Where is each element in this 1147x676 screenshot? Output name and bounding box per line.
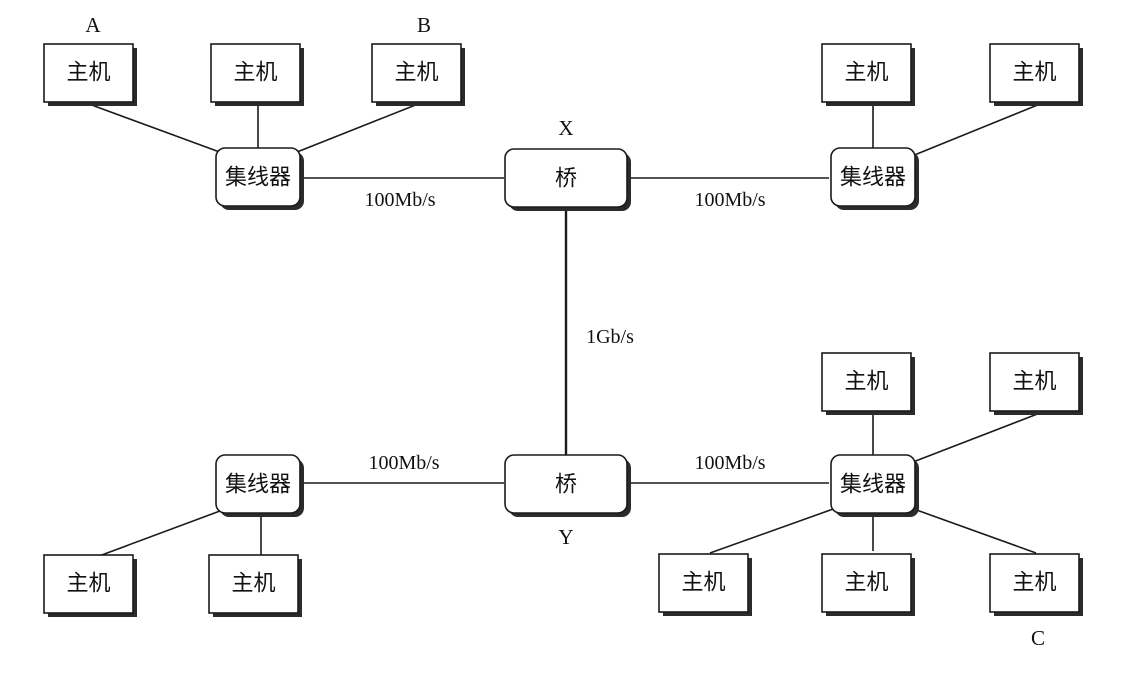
hosts: 主机 主机 主机 主机 主机 主机 bbox=[43, 43, 1083, 617]
speed-bottom-left: 100Mb/s bbox=[368, 452, 439, 474]
host-label: 主机 bbox=[844, 61, 888, 86]
host-top-right-2: 主机 bbox=[989, 43, 1083, 106]
link-host-c-hub bbox=[910, 507, 1037, 554]
bridge-label: 桥 bbox=[555, 167, 577, 192]
node-tags: A B X Y C bbox=[85, 13, 1045, 650]
host-bottom-right-bottom-1: 主机 bbox=[658, 553, 752, 616]
speed-backbone: 1Gb/s bbox=[586, 326, 634, 348]
tag-a: A bbox=[85, 13, 101, 37]
tag-b: B bbox=[417, 13, 431, 37]
hub-label: 集线器 bbox=[225, 166, 291, 191]
speed-top-left: 100Mb/s bbox=[364, 189, 435, 211]
hub-label: 集线器 bbox=[840, 166, 906, 191]
host-a: 主机 bbox=[43, 43, 137, 106]
link-host-b-hub bbox=[291, 103, 419, 155]
host-label: 主机 bbox=[681, 571, 725, 596]
host-bottom-right-top-1: 主机 bbox=[821, 352, 915, 415]
bridge-x: 桥 bbox=[504, 148, 631, 211]
host-label: 主机 bbox=[844, 370, 888, 395]
link-host-hub-bottom-left-1 bbox=[98, 507, 229, 557]
host-label: 主机 bbox=[1012, 571, 1056, 596]
hub-top-left: 集线器 bbox=[215, 147, 304, 210]
host-c: 主机 bbox=[989, 553, 1083, 616]
host-bottom-right-top-2: 主机 bbox=[989, 352, 1083, 415]
host-label: 主机 bbox=[1012, 370, 1056, 395]
speed-top-right: 100Mb/s bbox=[694, 189, 765, 211]
host-label: 主机 bbox=[844, 571, 888, 596]
bridge-y: 桥 bbox=[504, 454, 631, 517]
host-top-left-middle: 主机 bbox=[210, 43, 304, 106]
tag-y: Y bbox=[558, 525, 573, 549]
link-host-a-hub bbox=[88, 103, 226, 155]
hub-label: 集线器 bbox=[225, 473, 291, 498]
hub-bottom-right: 集线器 bbox=[830, 454, 919, 517]
host-label: 主机 bbox=[233, 61, 277, 86]
host-label: 主机 bbox=[66, 572, 110, 597]
bridge-label: 桥 bbox=[555, 473, 577, 498]
connections bbox=[88, 103, 1041, 557]
host-label: 主机 bbox=[394, 61, 438, 86]
host-bottom-right-bottom-2: 主机 bbox=[821, 553, 915, 616]
hubs: 集线器 集线器 集线器 集线器 bbox=[215, 147, 919, 517]
bridges: 桥 桥 bbox=[504, 148, 631, 517]
host-label: 主机 bbox=[66, 61, 110, 86]
host-label: 主机 bbox=[231, 572, 275, 597]
host-bottom-left-2: 主机 bbox=[208, 554, 302, 617]
link-host-hub-bottom-right-3 bbox=[709, 507, 837, 554]
tag-c: C bbox=[1031, 626, 1045, 650]
hub-bottom-left: 集线器 bbox=[215, 454, 304, 517]
speed-bottom-right: 100Mb/s bbox=[694, 452, 765, 474]
hub-label: 集线器 bbox=[840, 473, 906, 498]
speed-labels: 100Mb/s 100Mb/s 1Gb/s 100Mb/s 100Mb/s bbox=[364, 189, 765, 474]
link-host-hub-bottom-right-2 bbox=[912, 412, 1041, 463]
link-host-hub-top-right-2 bbox=[911, 103, 1041, 157]
host-bottom-left-1: 主机 bbox=[43, 554, 137, 617]
host-label: 主机 bbox=[1012, 61, 1056, 86]
host-top-right-1: 主机 bbox=[821, 43, 915, 106]
hub-top-right: 集线器 bbox=[830, 147, 919, 210]
host-b: 主机 bbox=[371, 43, 465, 106]
tag-x: X bbox=[558, 116, 573, 140]
